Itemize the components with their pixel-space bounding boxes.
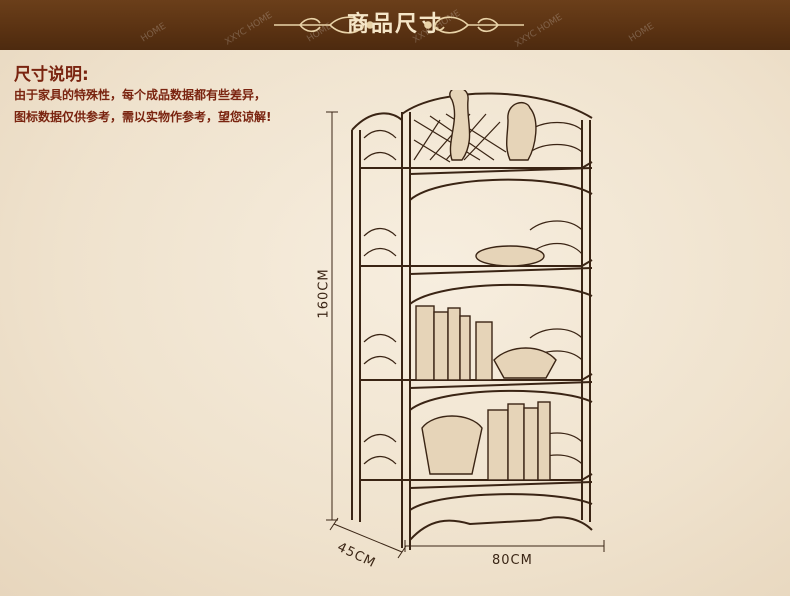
ornament-left-icon <box>274 16 374 34</box>
bookshelf-illustration <box>351 90 593 550</box>
size-note-heading: 尺寸说明: <box>14 65 89 85</box>
size-note-line: 由于家具的特殊性，每个成品数据都有些差异， <box>14 88 267 102</box>
ornament-right-icon <box>424 16 524 34</box>
size-note-line: 图标数据仅供参考，需以实物作参考，望您谅解! <box>14 110 272 124</box>
header-banner: HOME XXYC HOME HOME XXYC HOME XXYC HOME … <box>0 0 790 50</box>
width-label: 80CM <box>492 553 533 568</box>
